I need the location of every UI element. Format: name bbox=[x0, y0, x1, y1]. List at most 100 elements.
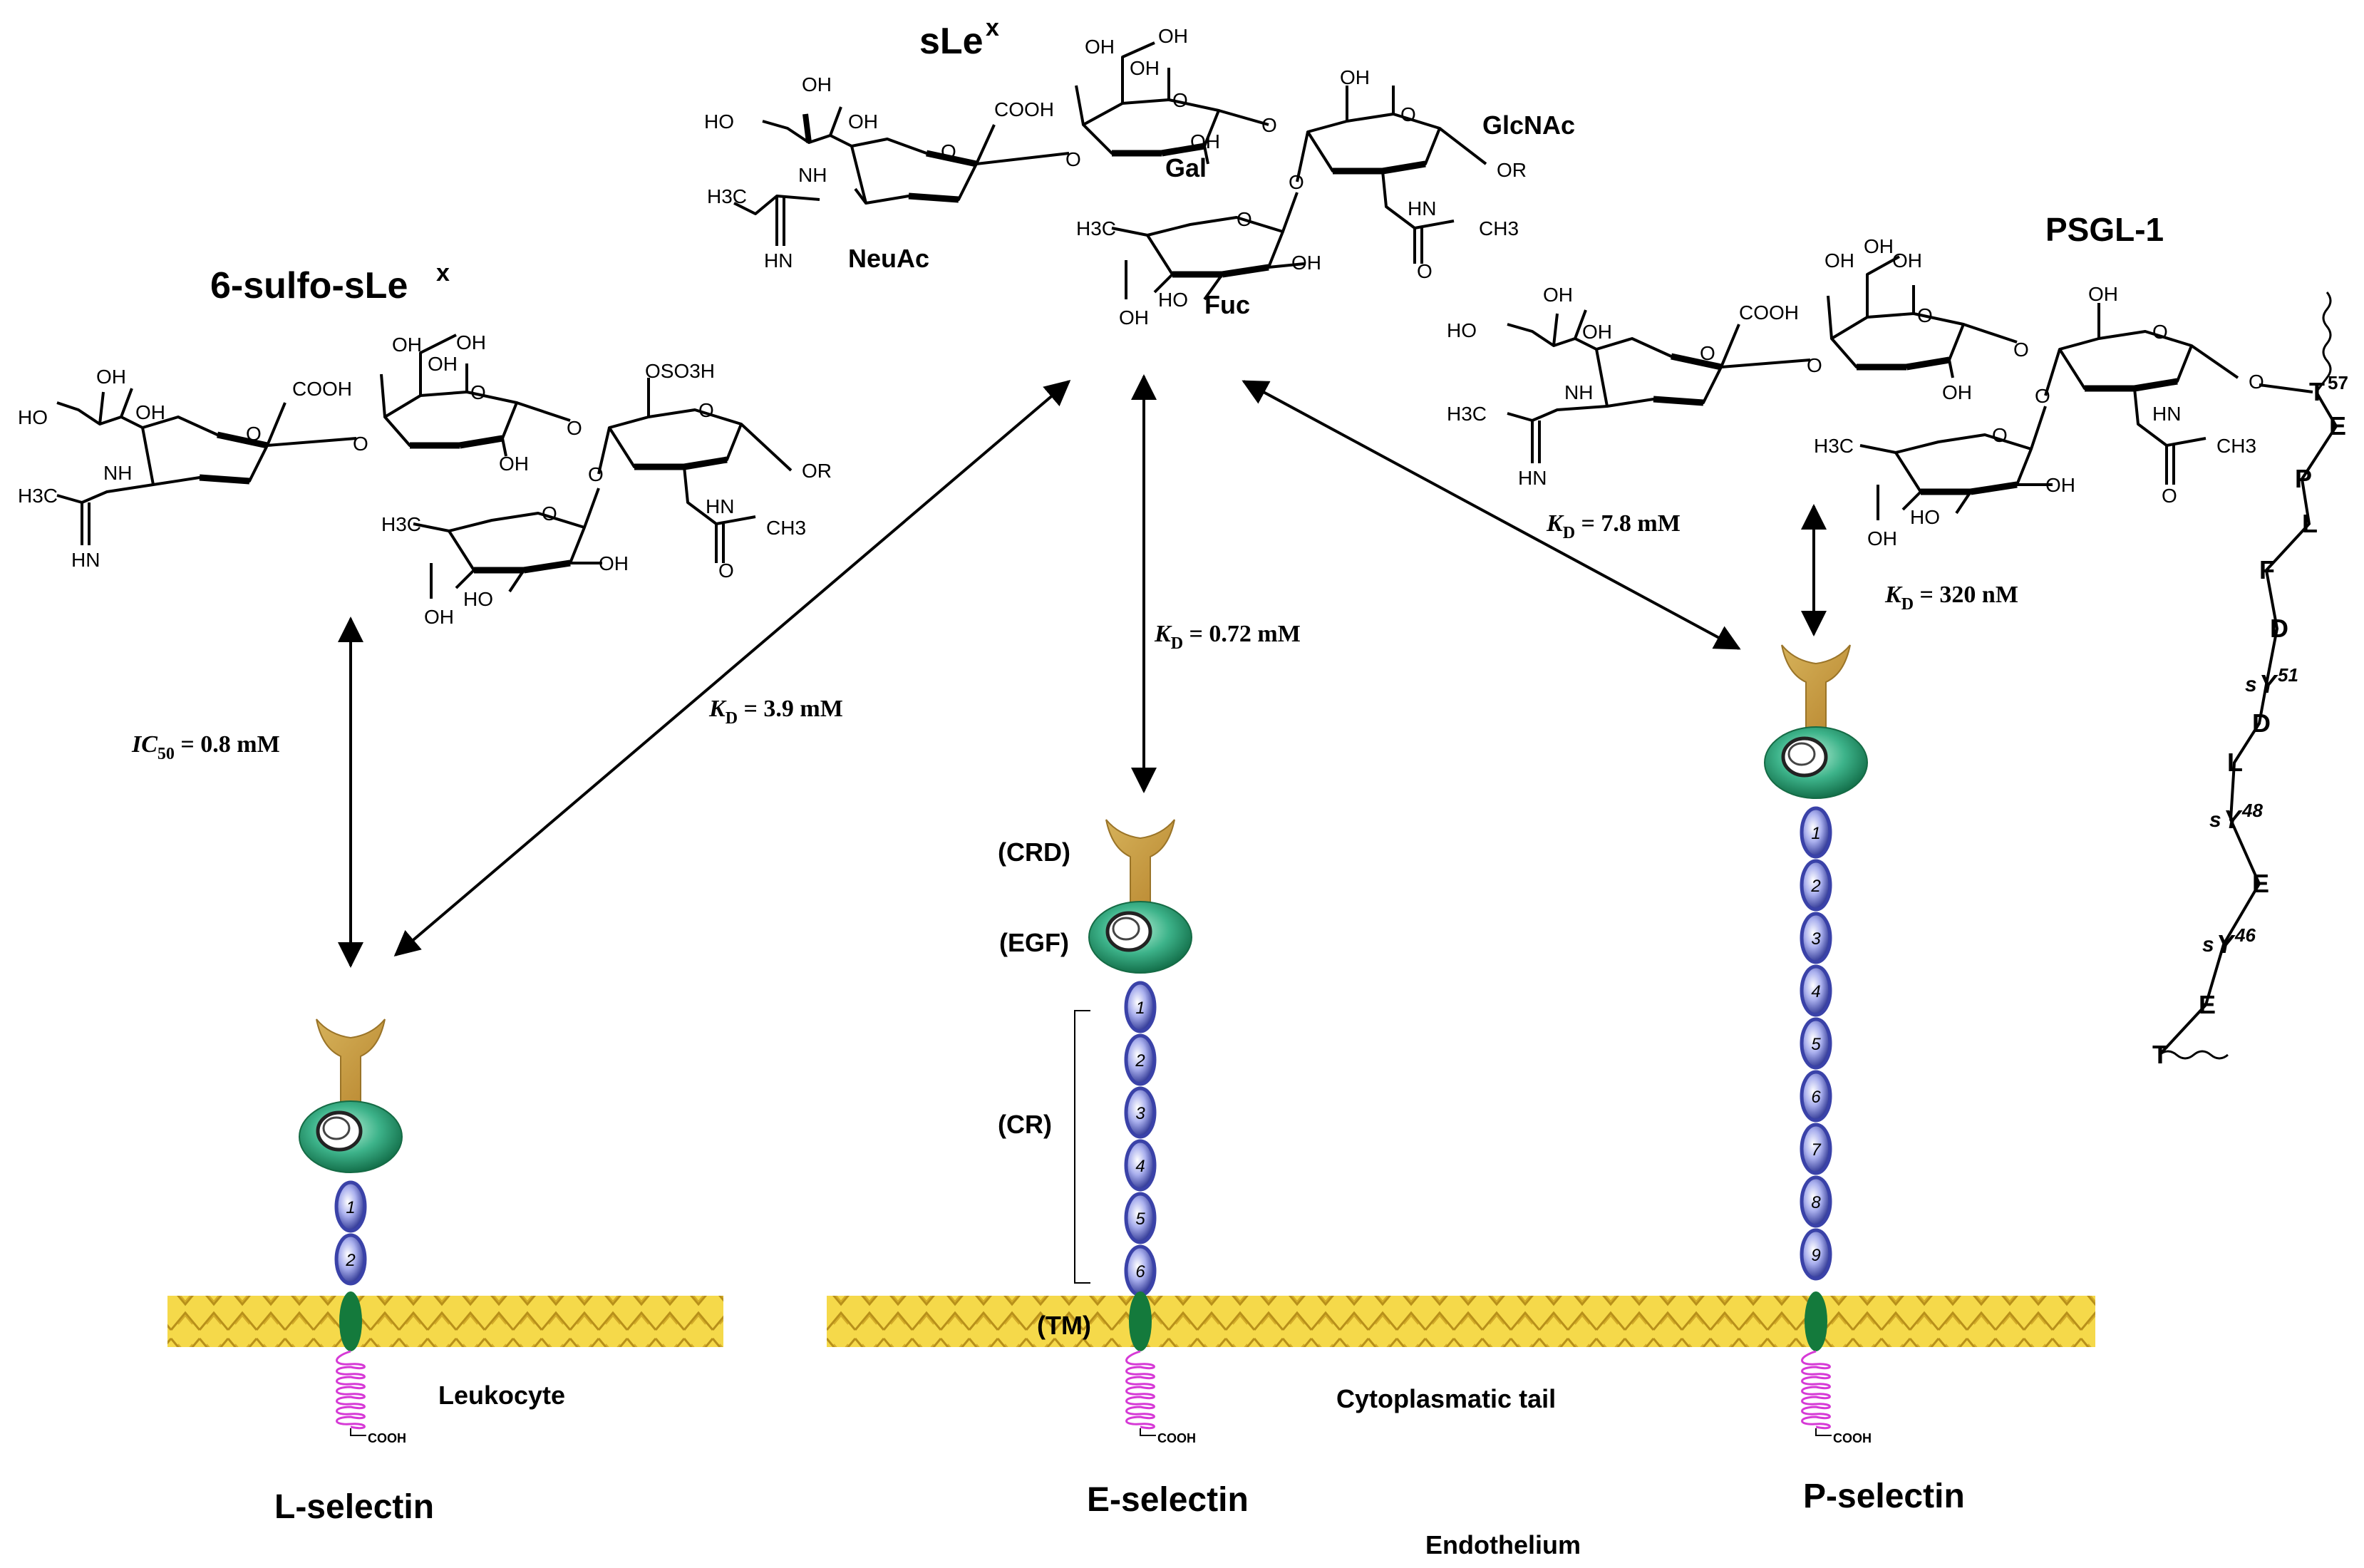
peptide-residue: E bbox=[2252, 869, 2269, 898]
residue-letter: P bbox=[2295, 464, 2312, 493]
l-selectin-cytoplasmic-tail bbox=[336, 1350, 366, 1430]
svg-text:COOH: COOH bbox=[1739, 301, 1799, 324]
p-selectin-cr-number: 1 bbox=[1811, 824, 1820, 843]
l-selectin-cr-number: 2 bbox=[345, 1251, 355, 1270]
e-selectin-cr-number: 3 bbox=[1135, 1104, 1145, 1123]
svg-text:O: O bbox=[1992, 424, 2008, 446]
svg-text:H3C: H3C bbox=[707, 185, 747, 207]
e-selectin-cr-domain bbox=[1124, 1139, 1157, 1192]
p-selectin-cr-domain bbox=[1800, 1228, 1832, 1281]
svg-text:OH: OH bbox=[1119, 306, 1149, 329]
arrow-slex-pselectin bbox=[1242, 380, 1741, 650]
p-selectin-cytoplasmic-tail bbox=[1801, 1350, 1831, 1430]
svg-text:OH: OH bbox=[848, 110, 878, 133]
sulfo-title-sup: x bbox=[436, 259, 450, 287]
e-selectin-tail-cooh: COOH bbox=[1157, 1431, 1196, 1445]
l-selectin-cr-domain bbox=[334, 1233, 367, 1286]
svg-text:CH3: CH3 bbox=[766, 517, 806, 539]
svg-text:OH: OH bbox=[1942, 381, 1972, 403]
cell-labels: Leukocyte Cytoplasmatic tail Endothelium… bbox=[274, 1381, 1965, 1559]
peptide-residue: D bbox=[2270, 614, 2288, 643]
svg-text:HO: HO bbox=[704, 110, 734, 133]
peptide-end-top bbox=[2315, 292, 2332, 393]
sulfo-title: 6-sulfo-sLe x bbox=[210, 259, 450, 306]
svg-text:NH: NH bbox=[798, 164, 827, 186]
psgl-title: PSGL-1 bbox=[2045, 211, 2164, 248]
p-selectin-label: P-selectin bbox=[1803, 1477, 1965, 1515]
p-selectin-cr-domain bbox=[1800, 912, 1832, 964]
p-selectin-cr-number: 9 bbox=[1811, 1246, 1820, 1265]
leukocyte-label: Leukocyte bbox=[438, 1381, 565, 1410]
svg-text:COOH: COOH bbox=[994, 98, 1054, 120]
peptide-residue: E bbox=[2199, 990, 2216, 1019]
svg-text:HO: HO bbox=[18, 406, 48, 428]
svg-text:HN: HN bbox=[764, 249, 793, 272]
svg-text:NH: NH bbox=[103, 462, 132, 484]
svg-text:HN: HN bbox=[1518, 467, 1547, 489]
svg-text:HO: HO bbox=[1910, 506, 1940, 528]
residue-letter: Y bbox=[2224, 805, 2243, 834]
leukocyte-membrane bbox=[167, 1296, 723, 1347]
tm-label: (TM) bbox=[1037, 1311, 1091, 1340]
kd-p-slex-label: KD = 7.8 mM bbox=[1546, 510, 1681, 542]
residue-letter: T bbox=[2152, 1040, 2168, 1069]
psgl-atom-labels: HO OH OH NH H3C HN COOH O OH OH OH OH O … bbox=[1447, 235, 2264, 550]
svg-text:O: O bbox=[353, 433, 368, 455]
svg-text:OR: OR bbox=[1497, 159, 1527, 181]
egf-label: (EGF) bbox=[999, 928, 1069, 957]
sulfo-title-text: 6-sulfo-sLe bbox=[210, 265, 408, 306]
residue-letter: Y bbox=[2259, 669, 2278, 698]
e-selectin-cr-number: 2 bbox=[1135, 1051, 1145, 1071]
svg-text:O: O bbox=[1400, 103, 1416, 125]
residue-letter: L bbox=[2227, 748, 2243, 777]
svg-text:O: O bbox=[698, 399, 714, 421]
slex-structure bbox=[733, 41, 1487, 301]
l-selectin-tail-cooh: COOH bbox=[368, 1431, 406, 1445]
svg-text:CH3: CH3 bbox=[2216, 435, 2256, 457]
svg-text:HN: HN bbox=[2152, 403, 2181, 425]
svg-text:OH: OH bbox=[392, 334, 422, 356]
svg-text:OH: OH bbox=[1582, 321, 1612, 343]
svg-text:O: O bbox=[941, 140, 956, 163]
sulfo-atom-labels: HO OH OH NH H3C HN COOH O OH OH OH OH O … bbox=[18, 331, 832, 628]
svg-text:H3C: H3C bbox=[1814, 435, 1854, 457]
p-selectin-tm-domain bbox=[1805, 1291, 1827, 1351]
svg-text:OH: OH bbox=[1190, 130, 1220, 153]
e-selectin-label: E-selectin bbox=[1087, 1481, 1249, 1519]
svg-text:O: O bbox=[2249, 371, 2264, 393]
p-selectin-cr-domain bbox=[1800, 859, 1832, 912]
svg-text:O: O bbox=[470, 381, 486, 403]
residue-number: 57 bbox=[2328, 372, 2348, 393]
svg-text:HN: HN bbox=[1408, 197, 1436, 220]
domain-labels: (CRD) (EGF) (CR) (TM) bbox=[998, 837, 1091, 1340]
svg-text:O: O bbox=[2013, 339, 2029, 361]
arrow-slex-lselectin bbox=[393, 380, 1071, 956]
svg-text:H3C: H3C bbox=[1076, 217, 1116, 239]
peptide-residue: P bbox=[2295, 464, 2312, 493]
svg-text:O: O bbox=[588, 463, 604, 485]
peptide-residue: D bbox=[2252, 708, 2271, 738]
p-selectin-cr-domain bbox=[1800, 1123, 1832, 1175]
residue-number: 48 bbox=[2241, 800, 2263, 821]
peptide-residue: E bbox=[2329, 411, 2346, 440]
svg-text:OH: OH bbox=[599, 552, 629, 574]
residue-letter: E bbox=[2199, 990, 2216, 1019]
peptide-residue: L bbox=[2302, 509, 2318, 538]
svg-text:OH: OH bbox=[499, 453, 529, 475]
svg-text:OR: OR bbox=[802, 460, 832, 482]
p-selectin-cr-domain bbox=[1800, 964, 1832, 1017]
cr-label: (CR) bbox=[998, 1110, 1052, 1139]
svg-text:NH: NH bbox=[1564, 381, 1593, 403]
svg-text:H3C: H3C bbox=[18, 485, 58, 507]
peptide-residue: F bbox=[2259, 555, 2275, 584]
svg-text:COOH: COOH bbox=[292, 378, 352, 400]
gal-label: Gal bbox=[1165, 153, 1207, 182]
svg-text:OH: OH bbox=[2088, 283, 2118, 305]
svg-text:O: O bbox=[718, 559, 734, 582]
p-selectin-cr-domain bbox=[1800, 1070, 1832, 1123]
peptide-residue: T bbox=[2152, 1040, 2168, 1069]
